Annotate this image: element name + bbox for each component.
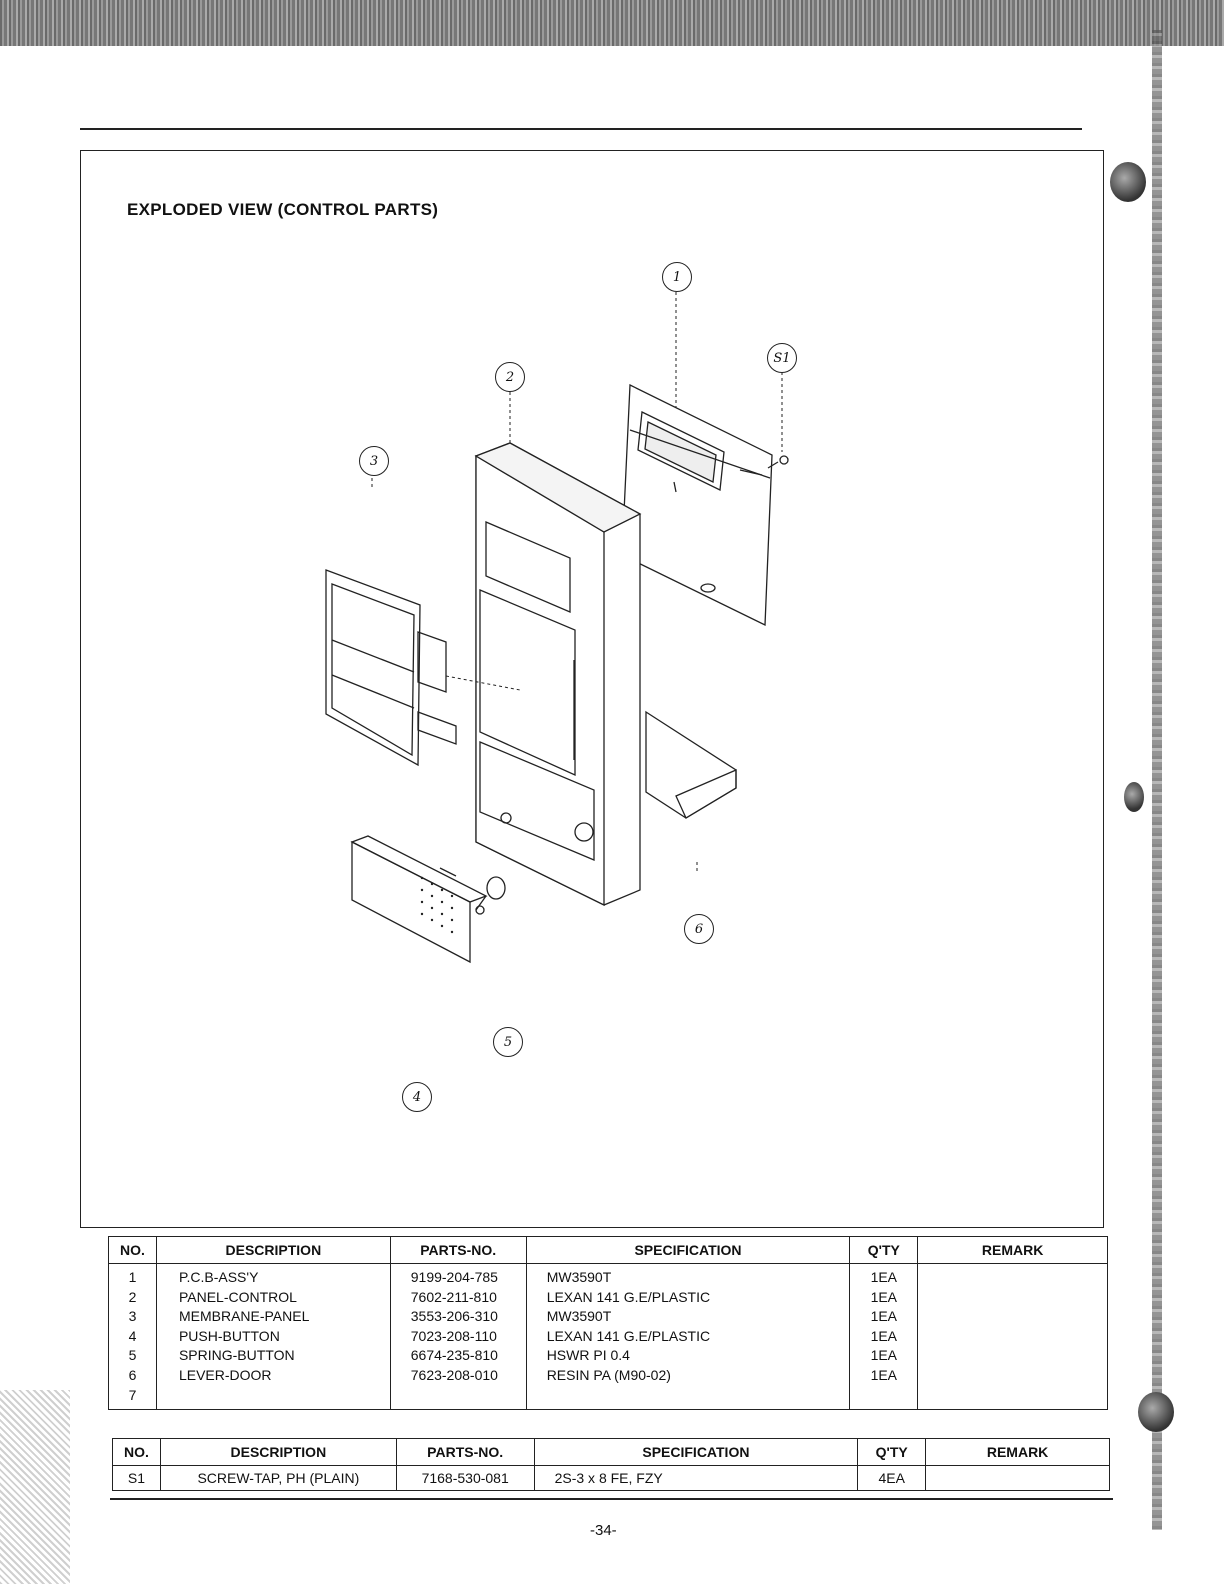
row-specification: LEXAN 141 G.E/PLASTIC <box>546 1288 711 1305</box>
callout-3: 3 <box>359 446 389 476</box>
callout-4: 4 <box>402 1082 432 1112</box>
qty-column: 1EA 1EA 1EA 1EA 1EA 1EA <box>849 1262 919 1411</box>
pcb-assembly-drawing <box>621 383 773 627</box>
specification-column: MW3590T LEXAN 141 G.E/PLASTIC MW3590T LE… <box>525 1262 851 1411</box>
row-parts-no: 7623-208-010 <box>410 1366 498 1383</box>
col-header-no: NO. <box>112 1438 161 1466</box>
row-qty: 1EA <box>870 1327 898 1344</box>
row-specification: MW3590T <box>546 1269 612 1285</box>
row-qty: 1EA <box>870 1269 898 1285</box>
no-column: 1 2 3 4 5 6 7 <box>108 1262 157 1411</box>
col-header-remark: REMARK <box>917 1236 1108 1264</box>
callout-s1: S1 <box>767 343 797 373</box>
row-no: S1 <box>112 1465 161 1491</box>
row-qty: 1EA <box>870 1288 898 1305</box>
diagram-frame <box>80 150 1104 1228</box>
row-description: PUSH-BUTTON <box>178 1327 280 1344</box>
table-row: 1 2 3 4 5 6 7 P.C.B-ASS'Y PANEL-CONTROL … <box>108 1262 1108 1411</box>
row-parts-no: 7168-530-081 <box>395 1465 535 1491</box>
row-description: MEMBRANE-PANEL <box>178 1308 310 1325</box>
row-parts-no <box>411 1386 520 1406</box>
col-header-specification: SPECIFICATION <box>533 1438 859 1466</box>
page-title: EXPLODED VIEW (CONTROL PARTS) <box>127 200 439 219</box>
callout-5: 5 <box>493 1027 523 1057</box>
punch-hole <box>1110 162 1146 202</box>
callout-6: 6 <box>684 914 714 944</box>
parts-table: NO. DESCRIPTION PARTS-NO. SPECIFICATION … <box>108 1236 1108 1411</box>
row-description: SCREW-TAP, PH (PLAIN) <box>159 1465 397 1491</box>
row-specification <box>547 1386 844 1406</box>
row-no: 7 <box>128 1386 137 1403</box>
header-rule <box>80 128 1082 130</box>
row-no: 6 <box>128 1366 137 1383</box>
membrane-panel-drawing <box>325 569 457 767</box>
panel-control-drawing <box>474 442 642 907</box>
punch-hole <box>1138 1392 1174 1432</box>
row-remark <box>924 1268 1101 1288</box>
screw-drawing <box>767 455 789 469</box>
scan-edge-top <box>0 0 1224 46</box>
callout-2: 2 <box>495 362 525 392</box>
row-qty: 4EA <box>857 1465 927 1491</box>
description-column: P.C.B-ASS'Y PANEL-CONTROL MEMBRANE-PANEL… <box>155 1262 391 1411</box>
col-header-description: DESCRIPTION <box>159 1438 397 1466</box>
row-specification: 2S-3 x 8 FE, FZY <box>533 1465 859 1491</box>
page-number: -34- <box>590 1522 617 1539</box>
row-parts-no: 7023-208-110 <box>410 1327 497 1344</box>
callout-1: 1 <box>662 262 692 292</box>
row-parts-no: 9199-204-785 <box>410 1269 498 1285</box>
col-header-remark: REMARK <box>925 1438 1110 1466</box>
col-header-qty: Q'TY <box>849 1236 919 1264</box>
row-qty <box>856 1386 911 1406</box>
screws-table-header: NO. DESCRIPTION PARTS-NO. SPECIFICATION … <box>112 1438 1110 1466</box>
parts-no-column: 9199-204-785 7602-211-810 3553-206-310 7… <box>389 1262 527 1411</box>
punch-hole <box>1124 782 1144 812</box>
row-description: PANEL-CONTROL <box>178 1288 297 1305</box>
row-parts-no: 6674-235-810 <box>410 1347 498 1364</box>
parts-table-header: NO. DESCRIPTION PARTS-NO. SPECIFICATION … <box>108 1236 1108 1264</box>
footer-rule <box>110 1498 1113 1500</box>
row-description: P.C.B-ASS'Y <box>178 1269 259 1285</box>
row-no: 3 <box>128 1308 137 1325</box>
row-no: 1 <box>128 1269 137 1285</box>
row-qty: 1EA <box>870 1347 898 1364</box>
row-specification: LEXAN 141 G.E/PLASTIC <box>546 1327 711 1344</box>
row-remark <box>925 1465 1110 1491</box>
row-no: 2 <box>128 1288 137 1305</box>
screws-table: NO. DESCRIPTION PARTS-NO. SPECIFICATION … <box>112 1438 1110 1491</box>
row-no: 5 <box>128 1347 137 1364</box>
row-specification: MW3590T <box>546 1308 612 1325</box>
scan-edge-left <box>0 1390 70 1584</box>
row-description: LEVER-DOOR <box>178 1366 272 1383</box>
binder-edge <box>1152 30 1162 1530</box>
col-header-specification: SPECIFICATION <box>525 1236 851 1264</box>
table-row: S1 SCREW-TAP, PH (PLAIN) 7168-530-081 2S… <box>112 1465 1110 1491</box>
row-specification: RESIN PA (M90-02) <box>546 1366 671 1383</box>
row-qty: 1EA <box>870 1308 898 1325</box>
col-header-parts-no: PARTS-NO. <box>395 1438 535 1466</box>
col-header-qty: Q'TY <box>857 1438 927 1466</box>
lever-door-drawing <box>645 710 737 819</box>
row-parts-no: 3553-206-310 <box>410 1308 498 1325</box>
row-description: SPRING-BUTTON <box>178 1347 295 1364</box>
row-parts-no: 7602-211-810 <box>410 1288 497 1305</box>
col-header-description: DESCRIPTION <box>155 1236 391 1264</box>
row-specification: HSWR PI 0.4 <box>546 1347 630 1364</box>
row-no: 4 <box>128 1327 137 1344</box>
col-header-no: NO. <box>108 1236 157 1264</box>
push-button-drawing <box>350 835 488 964</box>
spring-button-drawing <box>475 876 506 915</box>
row-description <box>179 1386 384 1406</box>
col-header-parts-no: PARTS-NO. <box>389 1236 527 1264</box>
remark-column <box>917 1262 1108 1411</box>
row-qty: 1EA <box>870 1366 898 1383</box>
